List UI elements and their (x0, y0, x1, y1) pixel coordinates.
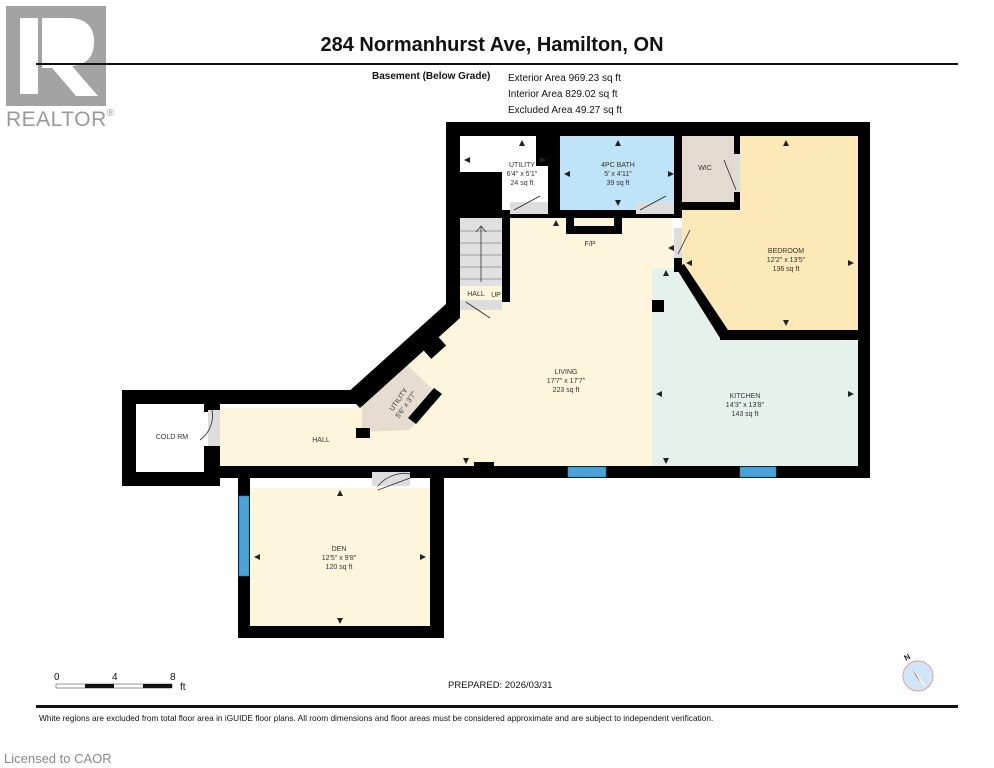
bath-label: 4PC BATH (601, 162, 635, 169)
bedroom-dims: 12'2" x 13'5" (767, 257, 806, 264)
dimension-arrows (254, 140, 854, 624)
cold-room-label: COLD RM (156, 434, 188, 441)
living-room-area (220, 218, 672, 466)
scale-tick-0: 0 (54, 672, 60, 683)
utility-dims: 6'4" x 5'1" (507, 171, 538, 178)
stair-hall-label: HALL (467, 291, 485, 298)
floor-plan: UTILITY 6'4" x 5'1" 24 sq ft 4PC BATH 5'… (55, 122, 934, 692)
bedroom-label: BEDROOM (768, 248, 804, 255)
living-label: LIVING (555, 369, 578, 376)
bath-dims: 5' x 4'11" (604, 171, 632, 178)
prepared-date: PREPARED: 2026/03/31 (448, 680, 553, 691)
compass-north-label: N (903, 652, 913, 663)
stairs-icon (460, 225, 502, 282)
interior-area: Interior Area 829.02 sq ft (508, 89, 618, 100)
living-area-text: 223 sq ft (553, 387, 580, 394)
compass-icon: N (902, 652, 934, 692)
bedroom-area (682, 136, 858, 330)
wic-area (682, 136, 734, 202)
exterior-area: Exterior Area 969.23 sq ft (508, 73, 621, 84)
area-summary: Exterior Area 969.23 sq ft Interior Area… (508, 71, 622, 119)
den-area-text: 120 sq ft (326, 564, 353, 571)
page-title: 284 Normanhurst Ave, Hamilton, ON (320, 34, 664, 56)
fireplace-label: F/P (585, 241, 596, 248)
realtor-logo-text: REALTOR® (6, 108, 115, 131)
doors (199, 154, 740, 491)
footer-divider (36, 705, 958, 708)
bath-area (560, 136, 678, 210)
window-living (567, 466, 607, 478)
scale-unit: ft (180, 682, 186, 693)
level-name: Basement (Below Grade) (372, 71, 491, 82)
cold-room-area (136, 404, 208, 472)
kitchen-dims: 14'3" x 13'8" (726, 402, 765, 409)
wic-label: WIC (698, 165, 712, 172)
license-text: Licensed to CAOR (4, 751, 112, 766)
hall-label: HALL (312, 437, 330, 444)
room-labels: UTILITY 6'4" x 5'1" 24 sq ft 4PC BATH 5'… (156, 162, 806, 571)
header-divider (36, 63, 958, 65)
kitchen-area-text: 143 sq ft (732, 411, 759, 418)
realtor-r-icon (20, 18, 98, 96)
scale-tick-8: 8 (170, 672, 176, 683)
stairs-up-label: UP (491, 292, 501, 299)
kitchen-area (652, 268, 858, 466)
utility-area: 24 sq ft (511, 180, 534, 187)
den-area (250, 488, 430, 626)
scale-tick-4: 4 (112, 672, 118, 683)
windows (238, 466, 777, 577)
den-dims: 12'5" x 9'8" (322, 555, 357, 562)
realtor-logo (6, 6, 106, 106)
window-kitchen (739, 466, 777, 478)
utility-label: UTILITY (509, 162, 535, 169)
excluded-area: Excluded Area 49.27 sq ft (508, 105, 622, 116)
disclaimer-text: White regions are excluded from total fl… (39, 713, 714, 723)
scale-bar (55, 683, 173, 689)
bath-area-text: 39 sq ft (607, 180, 630, 187)
den-label: DEN (332, 546, 347, 553)
bedroom-area-text: 136 sq ft (773, 266, 800, 273)
living-dims: 17'7" x 17'7" (547, 378, 586, 385)
kitchen-label: KITCHEN (730, 393, 761, 400)
stair-hall-area (460, 286, 502, 300)
window-den (238, 495, 250, 577)
